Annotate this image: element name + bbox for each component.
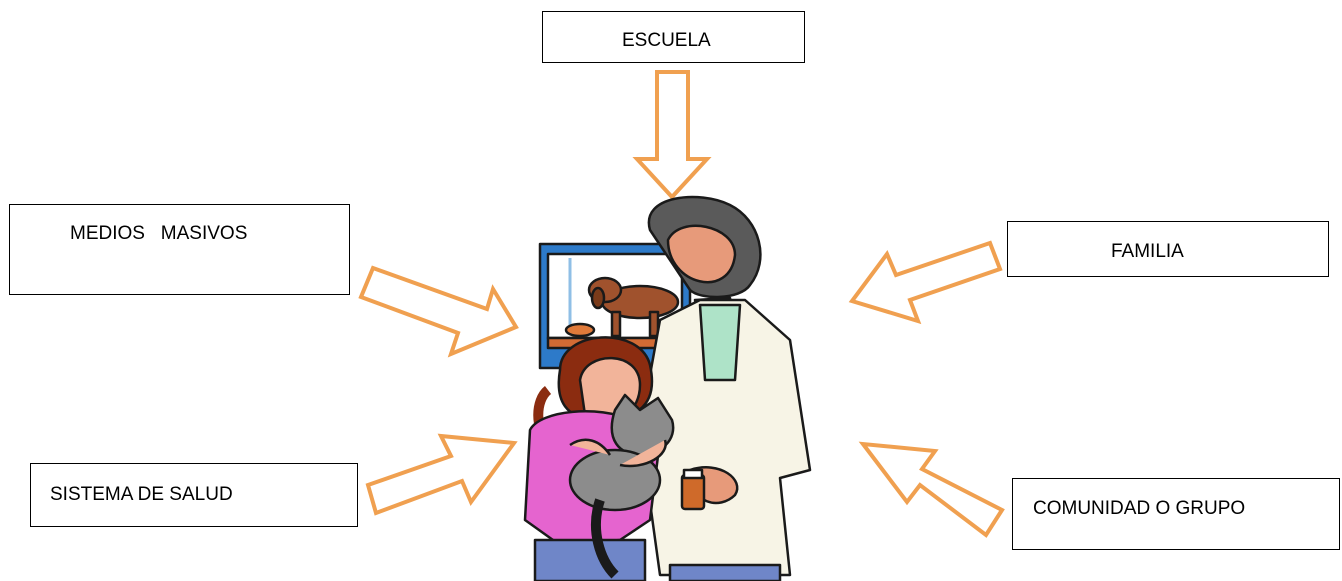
familia-box: FAMILIA <box>1007 221 1329 277</box>
arrow-escuela <box>632 70 712 200</box>
arrow-comunidad <box>858 441 1005 538</box>
arrow-salud <box>365 433 518 516</box>
comunidad-o-grupo-label: COMUNIDAD O GRUPO <box>1033 498 1246 519</box>
arrow-medios <box>358 265 519 358</box>
familia-label: FAMILIA <box>1111 241 1184 262</box>
veterinarian-illustration <box>523 195 812 581</box>
escuela-label: ESCUELA <box>622 30 711 51</box>
veterinarian-icon <box>638 195 812 581</box>
sistema-de-salud-box: SISTEMA DE SALUD <box>30 463 358 527</box>
medios-masivos-label: MEDIOS MASIVOS <box>70 223 248 244</box>
comunidad-o-grupo-box: COMUNIDAD O GRUPO <box>1012 478 1340 550</box>
dog-icon <box>587 276 680 338</box>
food-bowl-icon <box>564 322 596 338</box>
escuela-box: ESCUELA <box>542 11 805 63</box>
medios-masivos-box: MEDIOS MASIVOS <box>9 204 350 295</box>
arrow-familia <box>848 240 1003 325</box>
sistema-de-salud-label: SISTEMA DE SALUD <box>50 484 233 505</box>
